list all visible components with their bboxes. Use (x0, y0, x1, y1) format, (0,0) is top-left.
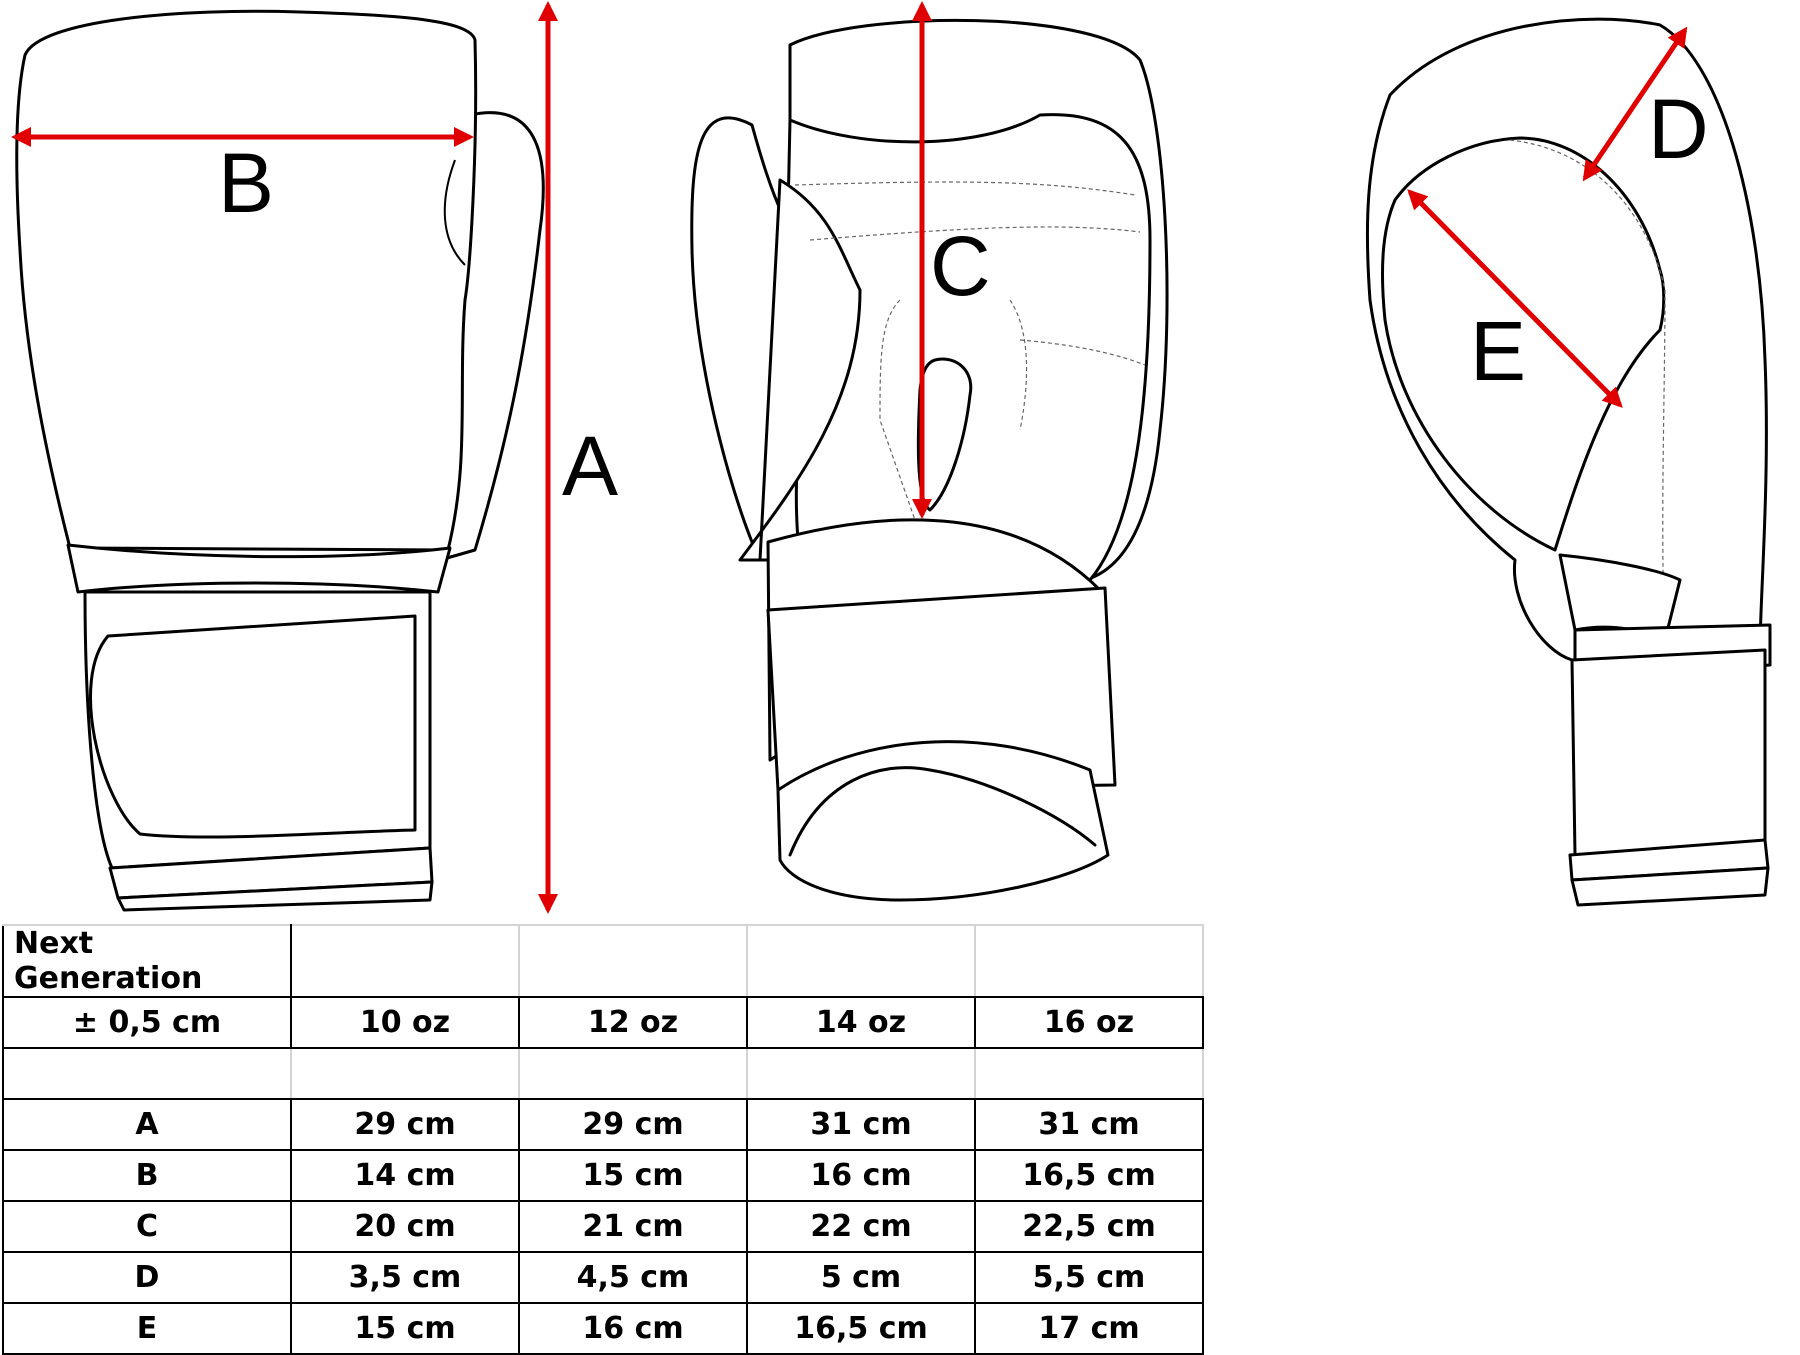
table-cell: 21 cm (518, 1200, 748, 1253)
size-header: 10 oz (290, 996, 520, 1049)
table-cell: 15 cm (290, 1302, 520, 1355)
arrow-dimension-d (1582, 26, 1688, 182)
glove-side-view (1365, 17, 1772, 907)
table-row: B 14 cm 15 cm 16 cm 16,5 cm (2, 1149, 1204, 1202)
row-label: B (2, 1149, 292, 1202)
label-dimension-e: E (1470, 304, 1526, 398)
size-header: 14 oz (746, 996, 976, 1049)
row-label: A (2, 1098, 292, 1151)
size-header: 16 oz (974, 996, 1204, 1049)
table-cell: 15 cm (518, 1149, 748, 1202)
row-label: C (2, 1200, 292, 1253)
table-cell: 22 cm (746, 1200, 976, 1253)
size-table: Next Generation ± 0,5 cm 10 oz 12 oz 14 … (2, 924, 1204, 1355)
table-row: A 29 cm 29 cm 31 cm 31 cm (2, 1098, 1204, 1151)
table-cell: 5,5 cm (974, 1251, 1204, 1304)
arrow-dimension-e (1407, 189, 1623, 408)
table-cell: 31 cm (746, 1098, 976, 1151)
table-cell: 5 cm (746, 1251, 976, 1304)
table-spacer-row (2, 1047, 1204, 1100)
label-dimension-b: B (218, 136, 274, 230)
table-row: D 3,5 cm 4,5 cm 5 cm 5,5 cm (2, 1251, 1204, 1304)
size-header: 12 oz (518, 996, 748, 1049)
glove-palm-view (690, 18, 1169, 902)
label-dimension-d: D (1648, 82, 1709, 176)
table-title-row: Next Generation (2, 924, 1204, 998)
table-cell: 20 cm (290, 1200, 520, 1253)
table-cell: 16,5 cm (746, 1302, 976, 1355)
label-dimension-c: C (930, 219, 991, 313)
row-label: D (2, 1251, 292, 1304)
table-row: E 15 cm 16 cm 16,5 cm 17 cm (2, 1302, 1204, 1355)
table-cell: 22,5 cm (974, 1200, 1204, 1253)
tolerance-cell: ± 0,5 cm (2, 996, 292, 1049)
table-cell: 17 cm (974, 1302, 1204, 1355)
label-dimension-a: A (562, 419, 618, 513)
table-cell: 29 cm (290, 1098, 520, 1151)
glove-back-view (15, 9, 545, 912)
table-cell: 3,5 cm (290, 1251, 520, 1304)
row-label: E (2, 1302, 292, 1355)
table-header-row: ± 0,5 cm 10 oz 12 oz 14 oz 16 oz (2, 996, 1204, 1049)
table-cell: 16 cm (746, 1149, 976, 1202)
table-cell: 14 cm (290, 1149, 520, 1202)
table-title: Next Generation (2, 924, 292, 998)
table-cell: 31 cm (974, 1098, 1204, 1151)
table-cell: 4,5 cm (518, 1251, 748, 1304)
table-cell: 16,5 cm (974, 1149, 1204, 1202)
table-cell: 29 cm (518, 1098, 748, 1151)
table-row: C 20 cm 21 cm 22 cm 22,5 cm (2, 1200, 1204, 1253)
table-cell: 16 cm (518, 1302, 748, 1355)
glove-diagram: B A C D E (11, 1, 1772, 914)
